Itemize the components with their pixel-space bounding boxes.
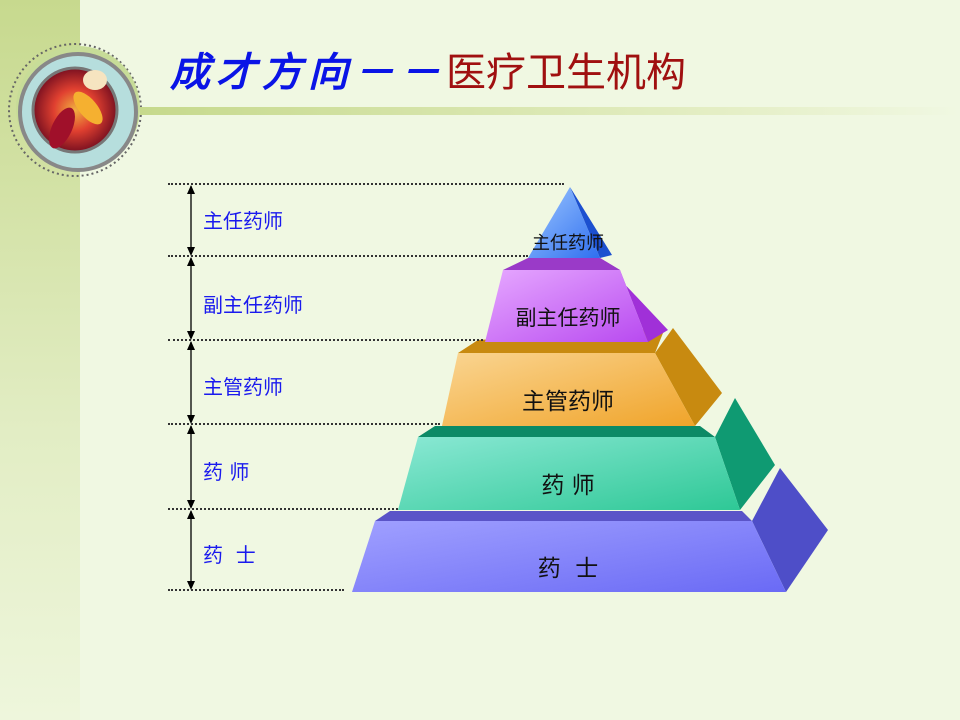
- slide-title: 成才方向－－医疗卫生机构: [170, 40, 686, 98]
- pyramid-label-pharmacist: 药 师: [541, 473, 595, 499]
- pyramid-label-associate-chief: 副主任药师: [515, 306, 621, 330]
- title-underline: [140, 107, 960, 115]
- divider: [168, 183, 564, 185]
- pyramid-label-chief: 主任药师: [532, 233, 604, 254]
- left-label-supervisor: 主管药师: [203, 375, 283, 399]
- divider: [168, 589, 344, 591]
- pyramid: [352, 187, 828, 592]
- left-label-associate-chief: 副主任药师: [203, 293, 303, 317]
- pyramid-label-assistant: 药 士: [537, 556, 599, 582]
- pyramid-label-supervisor: 主管药师: [522, 389, 614, 415]
- divider: [168, 423, 440, 425]
- left-label-pharmacist: 药 师: [203, 460, 250, 484]
- title-part1: 成才方向－－: [170, 49, 446, 96]
- logo-emblem: [8, 43, 142, 177]
- divider: [168, 508, 398, 510]
- title-part2: 医疗卫生机构: [446, 50, 686, 96]
- left-label-chief: 主任药师: [203, 209, 283, 233]
- divider: [168, 339, 483, 341]
- left-label-assistant: 药 士: [203, 543, 256, 567]
- divider: [168, 255, 528, 257]
